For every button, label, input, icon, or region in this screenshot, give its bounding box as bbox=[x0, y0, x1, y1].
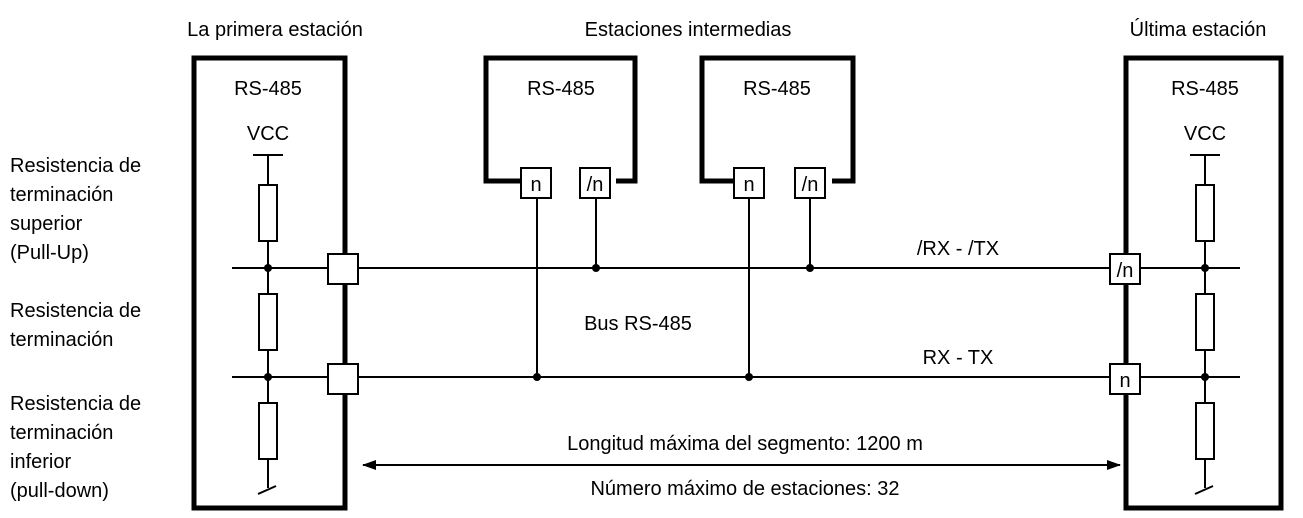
first-station-resistor-network bbox=[253, 154, 283, 495]
label-termination-resistor: Resistencia de terminación bbox=[10, 300, 141, 351]
first-station-connector-inverted bbox=[327, 253, 359, 285]
svg-text:terminación: terminación bbox=[10, 422, 113, 444]
svg-text:superior: superior bbox=[10, 213, 83, 235]
header-first-station: La primera estación bbox=[187, 19, 363, 41]
first-station-connector-noninverted bbox=[327, 363, 359, 395]
max-length-label: Longitud máxima del segmento: 1200 m bbox=[567, 433, 923, 455]
last-station-connector-n-inv: /n bbox=[1109, 253, 1141, 285]
intermediate-station-2-label: RS-485 bbox=[743, 78, 811, 100]
svg-text:Resistencia de: Resistencia de bbox=[10, 393, 141, 415]
intermediate-station-2-connector-n-inv: /n bbox=[794, 167, 826, 199]
intermediate-station-1-label: RS-485 bbox=[527, 78, 595, 100]
svg-text:n: n bbox=[530, 174, 541, 196]
max-stations-label: Número máximo de estaciones: 32 bbox=[590, 478, 899, 500]
svg-text:n: n bbox=[1119, 370, 1130, 392]
header-intermediate-stations: Estaciones intermedias bbox=[585, 19, 792, 41]
svg-text:Resistencia de: Resistencia de bbox=[10, 155, 141, 177]
first-station-label: RS-485 bbox=[234, 78, 302, 100]
bus-name-label: Bus RS-485 bbox=[584, 313, 692, 335]
intermediate-station-1-connector-n-inv: /n bbox=[579, 167, 611, 199]
header-last-station: Última estación bbox=[1130, 18, 1267, 41]
intermediate-station-1-box bbox=[483, 55, 638, 184]
intermediate-station-1-connector-n: n bbox=[520, 167, 552, 199]
last-station-connector-n: n bbox=[1109, 363, 1141, 395]
svg-text:inferior: inferior bbox=[10, 451, 71, 473]
svg-text:/n: /n bbox=[1117, 260, 1134, 282]
svg-text:terminación: terminación bbox=[10, 329, 113, 351]
first-station-vcc: VCC bbox=[247, 123, 289, 145]
bus-line-inverted-label: /RX - /TX bbox=[917, 238, 999, 260]
svg-text:(pull-down): (pull-down) bbox=[10, 480, 109, 502]
svg-text:/n: /n bbox=[802, 174, 819, 196]
intermediate-station-2-box bbox=[699, 55, 856, 184]
intermediate-station-2-connector-n: n bbox=[733, 167, 765, 199]
svg-text:Resistencia de: Resistencia de bbox=[10, 300, 141, 322]
intermediate-station-1-wiring bbox=[533, 198, 600, 381]
last-station-vcc: VCC bbox=[1184, 123, 1226, 145]
bus-line-noninverted-label: RX - TX bbox=[923, 347, 994, 369]
last-station-label: RS-485 bbox=[1171, 78, 1239, 100]
last-station-resistor-network bbox=[1190, 154, 1220, 495]
svg-text:n: n bbox=[743, 174, 754, 196]
intermediate-station-2-wiring bbox=[745, 198, 814, 381]
svg-text:/n: /n bbox=[587, 174, 604, 196]
svg-text:terminación: terminación bbox=[10, 184, 113, 206]
label-pullup-resistor: Resistencia de terminación superior (Pul… bbox=[10, 155, 141, 264]
svg-text:(Pull-Up): (Pull-Up) bbox=[10, 242, 89, 264]
label-pulldown-resistor: Resistencia de terminación inferior (pul… bbox=[10, 393, 141, 502]
